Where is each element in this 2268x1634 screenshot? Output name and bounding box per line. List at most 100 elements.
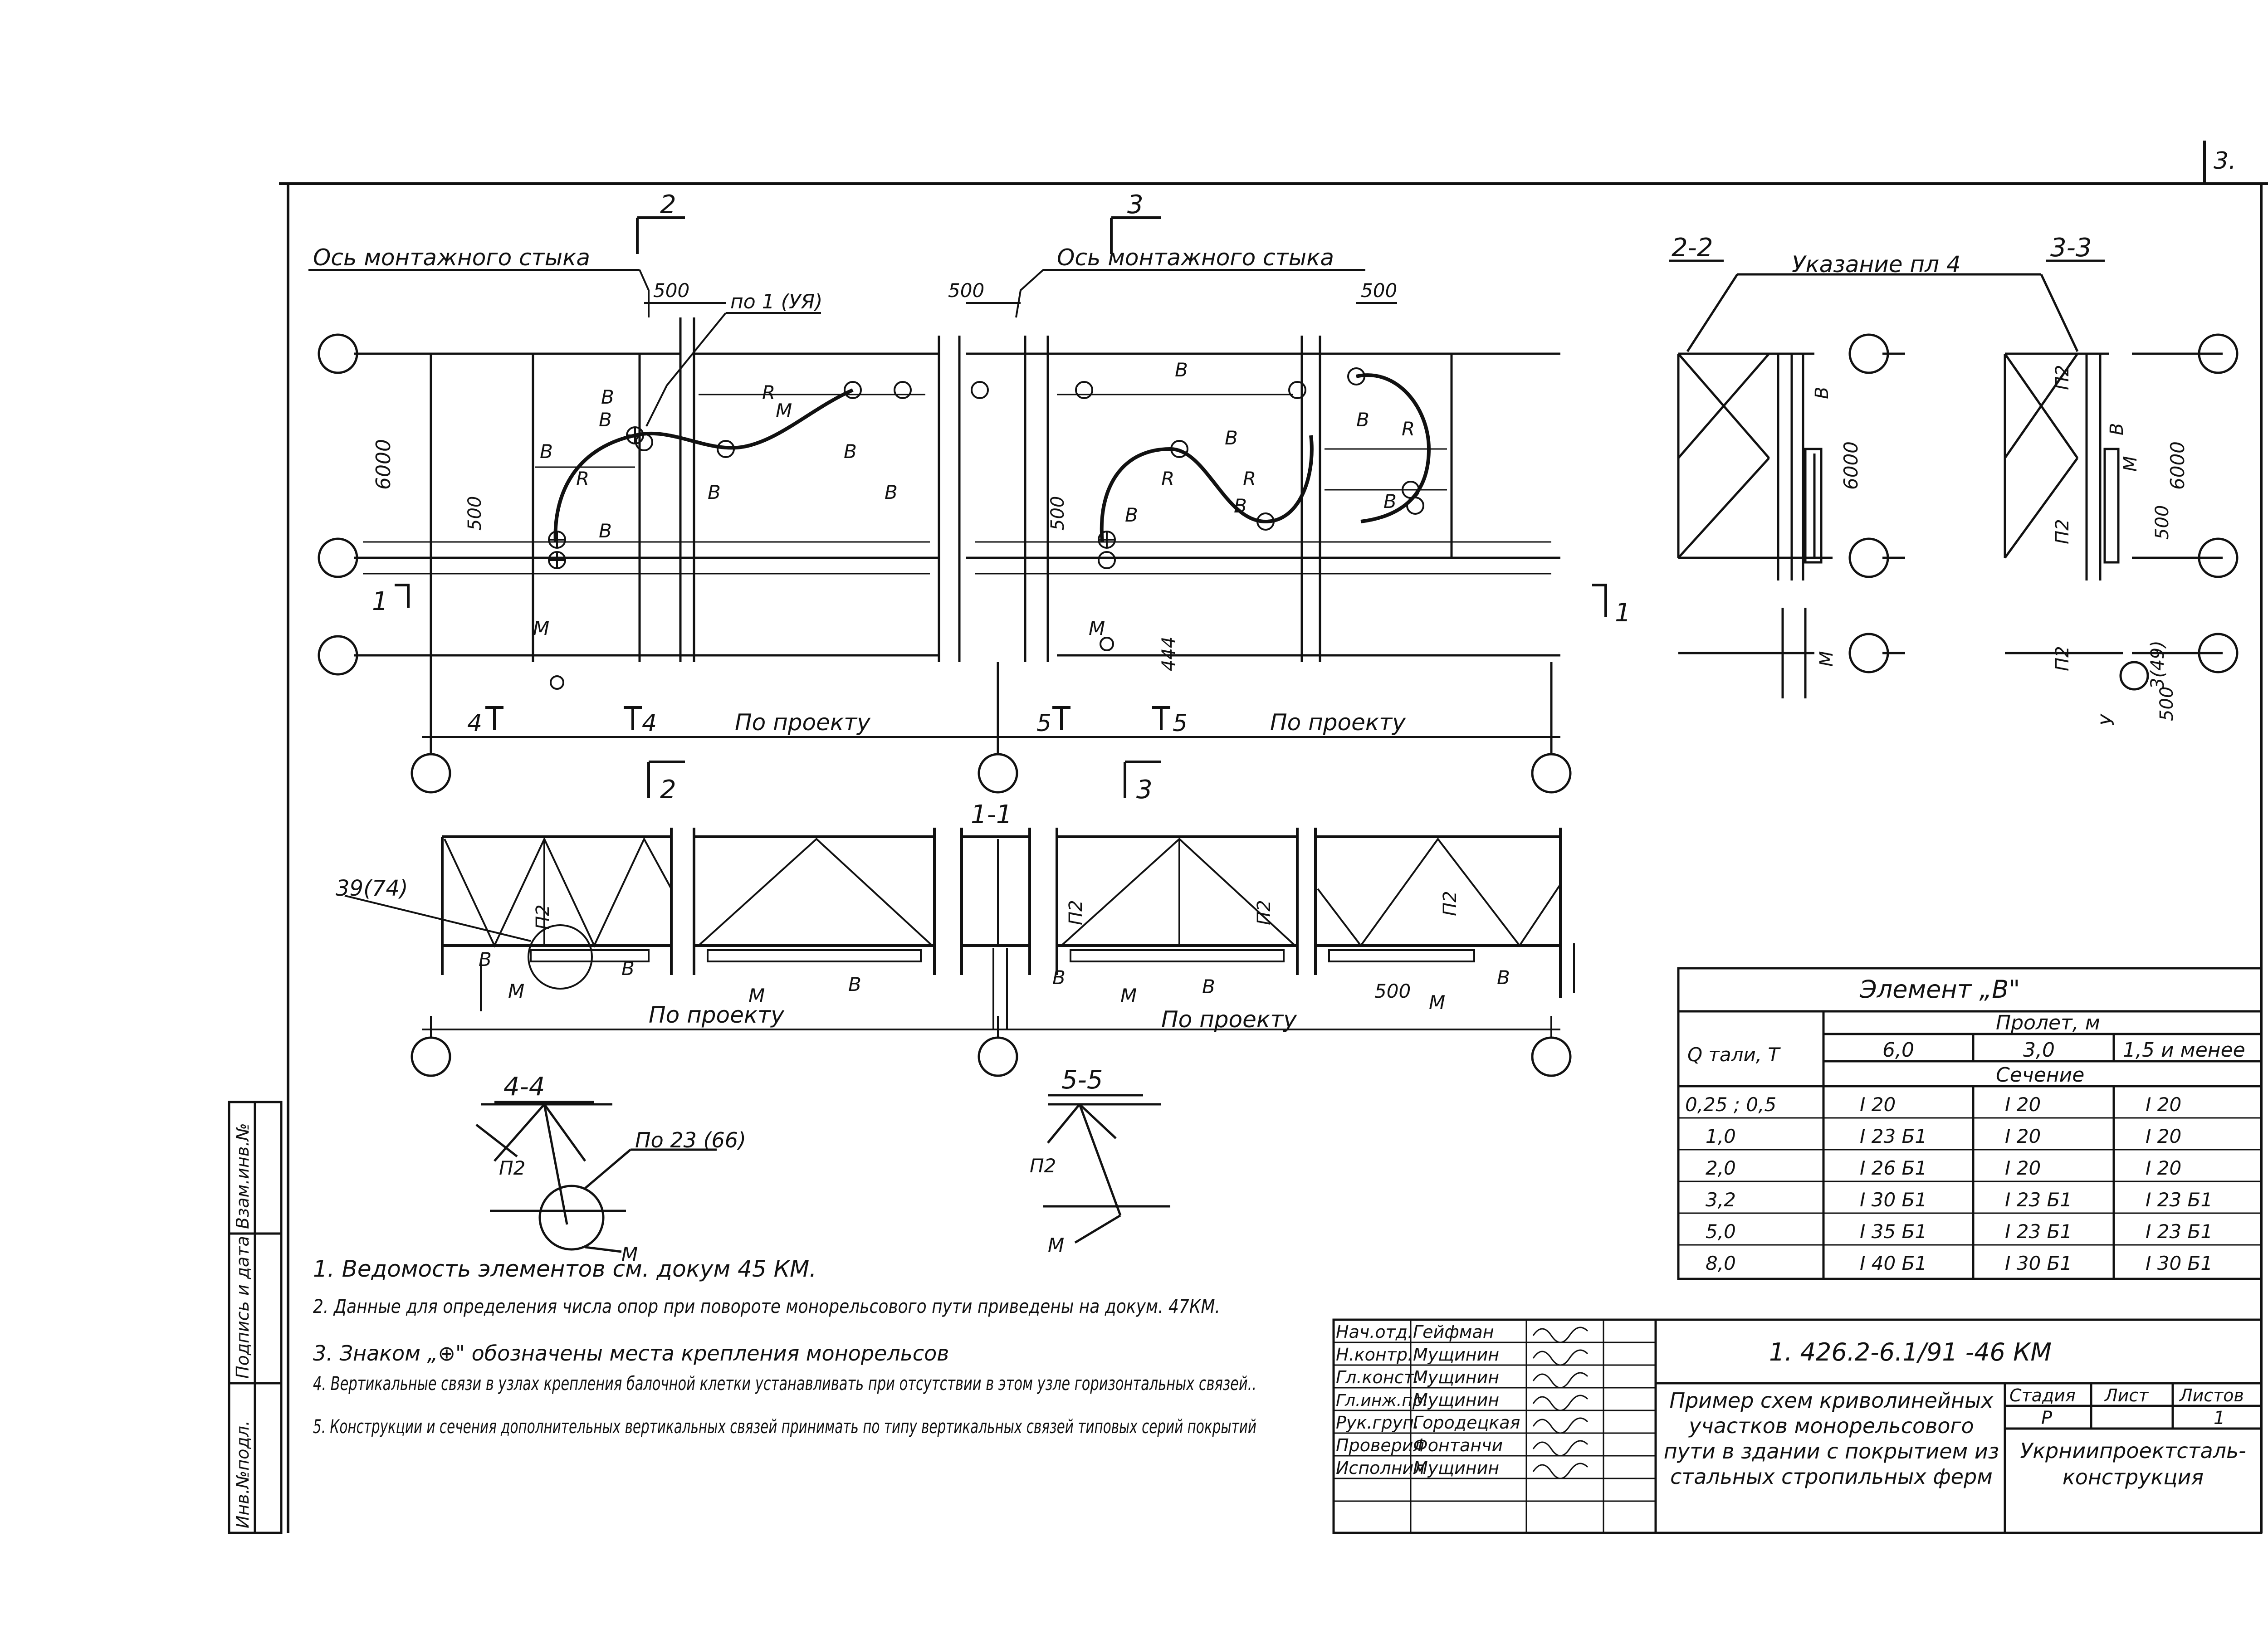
plan-view: Ось монтажного стыка Ось монтажного стык… (308, 190, 1631, 805)
note-item: 5. Конструкции и сечения дополнительных … (313, 1415, 1256, 1438)
title-block-name: Мущинин (1413, 1458, 1499, 1478)
elev-mark-b-2: В (621, 957, 635, 980)
side-stamp-vzam-inv: Взам.инв.№ (233, 1123, 253, 1229)
elev-mark-m-4: М (1429, 991, 1445, 1014)
elev-mark-p2-1: П2 (533, 904, 553, 930)
section-3-3-dim-500: 500 (2152, 505, 2173, 540)
table-cell-s15: I 30 Б1 (2146, 1252, 2213, 1274)
section-1-1-title: 1-1 (971, 800, 1012, 829)
title-block-role: Проверил (1336, 1435, 1424, 1455)
s44-mark-m: М (621, 1243, 638, 1265)
element-table-q-header: Q тали, Т (1687, 1044, 1781, 1066)
title-block-role: Нач.отд. (1336, 1322, 1413, 1342)
mark-b-10: В (1125, 504, 1138, 526)
table-cell-q: 0,25 ; 0,5 (1685, 1093, 1776, 1116)
ref-23-66: По 23 (66) (635, 1128, 746, 1152)
cut-label-5-left: 5 (1036, 710, 1051, 737)
mark-b-13: В (1383, 490, 1397, 512)
elev-mark-b-6: В (1497, 966, 1510, 989)
elev-mark-b-4: В (1052, 966, 1066, 989)
sections-4-4-5-5: 4-4 5-5 По 23 (66) П2 М П2 М (475, 1065, 1170, 1265)
section-2-2-dim-6000: 6000 (1840, 441, 1862, 490)
table-cell-s6: I 40 Б1 (1860, 1252, 1927, 1274)
title-block-sheets-value: 1 (2214, 1408, 2225, 1429)
indication-p4: Указание пл 4 (1792, 251, 1961, 278)
mark-b-6: В (844, 440, 857, 463)
cut-label-1-left: 1 (372, 587, 388, 616)
title-block-stage-value: Р (2041, 1408, 2053, 1429)
table-cell-s6: I 26 Б1 (1860, 1157, 1927, 1179)
section-3-3-mark-p2-c: П2 (2052, 646, 2073, 671)
table-cell-s15: I 20 (2146, 1125, 2181, 1147)
section-3-3-mark-u: У (2097, 713, 2118, 726)
elev-mark-m-1: М (508, 980, 524, 1002)
table-cell-s6: I 20 (1860, 1093, 1896, 1116)
dim-500-mid: 500 (1047, 496, 1068, 531)
element-table-span-6: 6,0 (1882, 1039, 1914, 1062)
title-block-doc-code: 1. 426.2-6.1/91 -46 КМ (1769, 1338, 2052, 1366)
section-3-3-mark-m: М (2120, 456, 2141, 472)
dim-500-c: 500 (1361, 279, 1397, 302)
dim-6000-left: 6000 (372, 439, 395, 490)
title-block-name: Гейфман (1413, 1322, 1494, 1342)
note-item: 2. Данные для определения числа опор при… (313, 1295, 1220, 1317)
title-block-name: Мущинин (1413, 1367, 1499, 1387)
title-block-role: Исполнил (1336, 1458, 1425, 1478)
element-table-title: Элемент „В" (1859, 975, 2020, 1004)
by-project-elev-left: По проекту (649, 1002, 785, 1028)
title-block-sheet-label: Лист (2104, 1385, 2149, 1405)
section-2-2-mark-m: М (1816, 651, 1837, 667)
title-block-role: Гл.инж.пр. (1336, 1391, 1428, 1410)
cut-label-3-bottom: 3 (1136, 775, 1153, 805)
table-cell-s6: I 23 Б1 (1860, 1125, 1927, 1147)
table-cell-q: 2,0 (1706, 1157, 1736, 1179)
section-2-2-title: 2-2 (1672, 233, 1713, 263)
title-block-role: Гл.конст. (1336, 1367, 1419, 1387)
title-block-name: Мущинин (1413, 1390, 1499, 1410)
elevation-view: 1-1 39(74) По проекту По проекту 500 П2 … (336, 800, 1575, 1077)
s55-mark-m: М (1048, 1234, 1064, 1256)
title-block-sheets-label: Листов (2179, 1385, 2244, 1405)
mark-b-5: В (708, 481, 721, 503)
title-block-role: Н.контр. (1336, 1345, 1413, 1365)
table-cell-s3: I 23 Б1 (2005, 1189, 2072, 1211)
mark-r-2: R (762, 381, 775, 404)
mark-r-1: R (576, 468, 589, 490)
cut-label-3-top: 3 (1127, 190, 1144, 219)
by-project-plan-left: По проекту (735, 709, 871, 736)
by-project-elev-right: По проекту (1161, 1006, 1297, 1033)
mark-b-12: В (1356, 409, 1369, 431)
note-item: 1. Ведомость элементов см. докум 45 КМ. (313, 1256, 816, 1282)
mark-r-3: R (1161, 468, 1174, 490)
table-cell-q: 5,0 (1706, 1220, 1736, 1243)
title-block-description: Пример схем криволинейных участков монор… (1663, 1388, 1999, 1489)
table-cell-s15: I 23 Б1 (2146, 1189, 2213, 1211)
table-cell-s6: I 30 Б1 (1860, 1189, 1927, 1211)
sections-2-2-3-3: 2-2 3-3 Указание пл 4 6000 6000 500 500 … (1669, 233, 2239, 726)
table-cell-s15: I 20 (2146, 1157, 2181, 1179)
title-block-name: Мущинин (1413, 1345, 1499, 1365)
table-cell-q: 8,0 (1706, 1252, 1736, 1274)
title-block-stage-label: Стадия (2009, 1385, 2076, 1405)
table-cell-s3: I 23 Б1 (2005, 1220, 2072, 1243)
mark-r-4: R (1243, 468, 1256, 490)
table-cell-q: 1,0 (1706, 1125, 1736, 1147)
sheet-frame (279, 141, 2268, 1533)
dim-444: 444 (1158, 637, 1179, 671)
element-table-section-header: Сечение (1996, 1063, 2084, 1087)
mark-m-2: М (1089, 617, 1105, 639)
s55-mark-p2: П2 (1030, 1155, 1056, 1177)
element-table-span-header: Пролет, м (1996, 1011, 2100, 1034)
title-block-organization-box: Укрниипроектсталь-конструкция (2020, 1439, 2246, 1489)
by-project-plan-right: По проекту (1270, 709, 1406, 736)
mark-b-7: В (885, 481, 898, 503)
section-5-5-title: 5-5 (1061, 1065, 1103, 1095)
axis-joint-left-label: Ось монтажного стыка (313, 244, 590, 271)
section-2-2-mark-b: В (1812, 387, 1833, 399)
mark-b-1: В (599, 409, 612, 431)
note-item: 3. Знаком „⊕" обозначены места крепления… (313, 1341, 949, 1366)
section-3-3-title: 3-3 (2050, 233, 2092, 263)
table-cell-s6: I 35 Б1 (1860, 1220, 1927, 1243)
table-cell-s3: I 20 (2005, 1157, 2041, 1179)
